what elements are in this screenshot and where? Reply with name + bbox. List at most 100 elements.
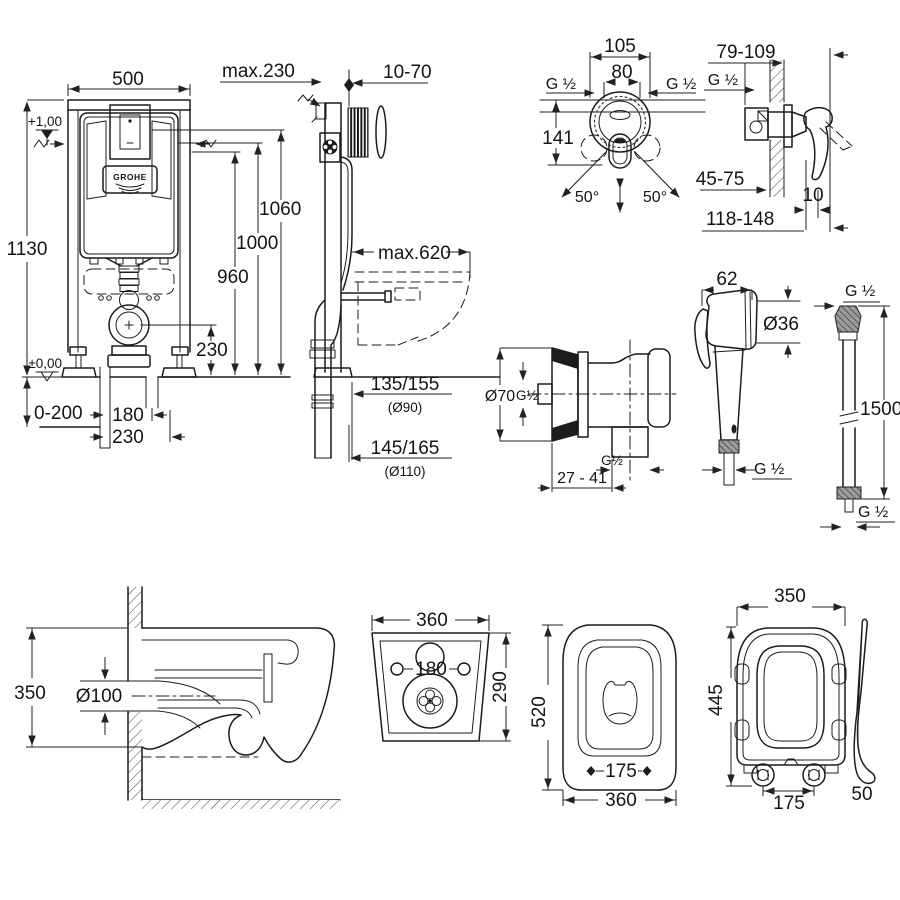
dim-960: 960 xyxy=(217,267,249,288)
handshower-head xyxy=(705,289,758,350)
dim-145-165: 145/165 xyxy=(371,438,440,459)
water-supply-squiggle-left xyxy=(33,139,50,148)
mount-hole-right xyxy=(457,662,471,676)
seat-lid-outline xyxy=(736,627,846,766)
hose-fitting-top xyxy=(834,305,862,333)
drain-hole xyxy=(402,673,458,729)
dim-290: 290 xyxy=(490,671,511,703)
seat-opening xyxy=(756,645,825,749)
outlet-spout xyxy=(611,426,649,458)
frame-front-view: GROHE xyxy=(22,99,291,449)
dim-50deg-left: 50° xyxy=(575,189,599,206)
pan-side-section xyxy=(127,586,341,809)
dim-105: 105 xyxy=(604,36,636,57)
dim-g12-left: G ½ xyxy=(546,76,576,93)
flush-rim-detail xyxy=(602,681,638,725)
mixer-side-view xyxy=(744,59,853,198)
frame-side-dimensions: 10-70 max.620 135/155 (Ø90) 145/165 (Ø11… xyxy=(348,62,471,479)
mount-hole-left xyxy=(390,662,404,676)
handshower-trigger xyxy=(694,308,711,369)
level-zero-label: ±0,00 xyxy=(28,356,62,371)
pan-back-outline xyxy=(371,632,490,742)
dim-445: 445 xyxy=(706,684,727,716)
dim-span-180: 180 xyxy=(112,405,144,426)
frame-front-dimensions: 500 max.230 +1,00 1130 1060 1000 960 230… xyxy=(7,61,322,448)
dim-360-back: 360 xyxy=(416,610,448,631)
seat-side-profile xyxy=(853,618,876,785)
dim-g12-inlet: G½ xyxy=(516,388,538,403)
handshower-view xyxy=(694,289,758,486)
dim-62: 62 xyxy=(716,269,737,290)
mixer-escutcheon xyxy=(589,91,651,153)
flush-plate-block xyxy=(347,107,369,158)
tank-side-profile xyxy=(340,156,353,291)
dim-27-41: 27 - 41 xyxy=(557,470,607,487)
dim-175-top: 175 xyxy=(605,761,637,782)
handshower-holder xyxy=(647,348,671,428)
dim-drain-230: 230 xyxy=(196,340,228,361)
flush-actuator xyxy=(109,104,151,160)
hose-dimensions: G ½ 1500 G ½ xyxy=(814,283,900,531)
dim-79-109: 79-109 xyxy=(716,42,775,63)
dim-g12-handshower: G ½ xyxy=(754,461,784,478)
wall-outlet-view xyxy=(527,339,677,483)
dim-max230: max.230 xyxy=(222,61,295,82)
dim-g12-side: G ½ xyxy=(708,72,738,89)
pan-back-view xyxy=(371,632,490,742)
dim-o36: Ø36 xyxy=(763,314,799,335)
brand-text: GROHE xyxy=(113,172,147,182)
pan-top-dimensions: 520 175 360 xyxy=(529,624,677,811)
dim-g12-right: G ½ xyxy=(666,76,696,93)
frame-side-view xyxy=(297,69,501,459)
dim-350-seat: 350 xyxy=(774,586,806,607)
foot-right xyxy=(161,367,197,378)
pan-top-outline xyxy=(562,624,677,791)
hose-view xyxy=(834,305,862,513)
wall-outlet-dimensions: Ø70 G½ G½ 27 - 41 xyxy=(485,347,664,492)
cistern xyxy=(79,112,179,259)
level-symbol-filled xyxy=(41,130,53,139)
dim-10-70: 10-70 xyxy=(383,62,432,83)
dim-span-230: 230 xyxy=(112,427,144,448)
mixer-front-view xyxy=(539,91,706,213)
dim-1000: 1000 xyxy=(236,233,278,254)
dim-g12-hose-bottom: G ½ xyxy=(858,504,888,521)
dim-141: 141 xyxy=(542,128,574,149)
dim-o70: Ø70 xyxy=(485,388,515,405)
wall-bracket-bolt xyxy=(322,139,338,155)
dim-o100: Ø100 xyxy=(76,686,122,707)
dim-g12-hose-top: G ½ xyxy=(845,283,875,300)
dim-135-155: 135/155 xyxy=(371,374,440,395)
mixer-side-dimensions: 79-109 G ½ 45-75 10 118-148 xyxy=(696,42,848,232)
dim-350-pan: 350 xyxy=(14,683,46,704)
dim-50deg-right: 50° xyxy=(643,189,667,206)
dim-1060: 1060 xyxy=(259,199,301,220)
dim-360-top: 360 xyxy=(605,790,637,811)
grohe-logo: GROHE xyxy=(102,165,158,194)
dim-o110: (Ø110) xyxy=(384,464,425,479)
inlet-hole xyxy=(415,642,445,672)
frame-top-bar xyxy=(67,99,191,111)
dim-520: 520 xyxy=(529,696,550,728)
wall-hatch-upper xyxy=(770,60,784,102)
bowl-section-outline xyxy=(141,627,336,763)
wall-hatch-lower xyxy=(770,140,784,197)
level-plus-label: +1,00 xyxy=(28,114,62,129)
fixing-point-marker xyxy=(344,78,354,92)
dim-175-hinge: 175 xyxy=(773,793,805,814)
lever-alt-position-left xyxy=(580,134,608,162)
pan-back-dimensions: 360 180 290 xyxy=(371,610,511,742)
seat-dimensions: 350 445 175 50 xyxy=(706,586,873,814)
pan-side-dimensions: 350 Ø100 xyxy=(14,627,142,748)
foot-left xyxy=(61,367,97,378)
mixer-handle-side xyxy=(803,106,833,181)
dim-recess-0-200: 0-200 xyxy=(34,403,83,424)
dim-45-75: 45-75 xyxy=(696,169,745,190)
dim-118-148: 118-148 xyxy=(706,209,774,230)
dim-50: 50 xyxy=(851,784,872,805)
dim-10: 10 xyxy=(802,185,823,206)
mounting-bracket-dashed xyxy=(83,268,175,295)
hinge-left xyxy=(751,763,775,787)
dim-o90: (Ø90) xyxy=(388,400,423,415)
